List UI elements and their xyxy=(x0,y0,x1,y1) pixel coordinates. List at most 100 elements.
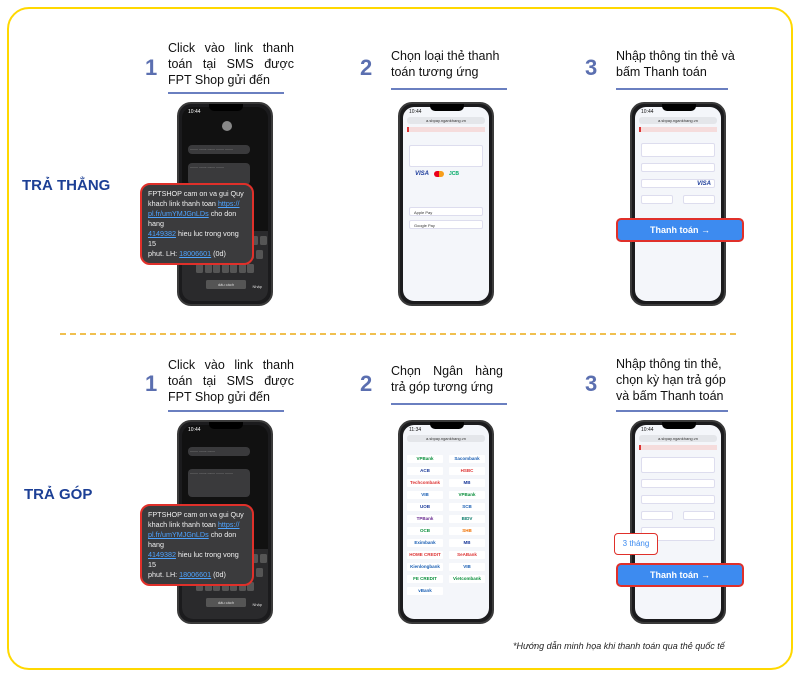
sms-message-popup: FPTSHOP cam on va gui Quy khach link tha… xyxy=(140,504,254,586)
step-underline xyxy=(616,410,728,412)
phone-mockup-bank-select: 11:34 a.sbpay.ngankhang.vn VPBank Sacomb… xyxy=(398,420,494,624)
step-text-line: Click vào link thanh xyxy=(168,358,294,372)
installment-term-option[interactable]: 3 tháng xyxy=(614,533,658,555)
bank-logo[interactable]: Eximbank xyxy=(407,539,443,547)
phone-mockup-installment-form: 10:44 a.sbpay.ngankhang.vn xyxy=(630,420,726,624)
status-time: 10:44 xyxy=(409,109,422,115)
bank-logo[interactable]: VPBank xyxy=(407,455,443,463)
bank-logo[interactable]: VIB xyxy=(407,491,443,499)
section-divider xyxy=(60,333,736,335)
bank-logo[interactable]: SHB xyxy=(449,527,485,535)
step-text: Click vào link thanh toán tại SMS được F… xyxy=(168,40,294,88)
step-number: 3 xyxy=(585,55,598,80)
url-bar[interactable]: a.sbpay.ngankhang.vn xyxy=(407,435,485,442)
phone-mockup-card-select: 10:44 a.sbpay.ngankhang.vn VISA JCB Appl… xyxy=(398,102,494,306)
step-underline xyxy=(391,88,507,90)
step-text-line: và bấm Thanh toán xyxy=(616,389,724,403)
status-time: 10:44 xyxy=(188,109,201,115)
keyboard-enter: Nhập xyxy=(252,602,262,607)
jcb-logo: JCB xyxy=(449,171,460,177)
card-number-field[interactable] xyxy=(641,479,715,488)
cvv-field[interactable] xyxy=(683,511,715,520)
step-text-line: Chọn Ngân hàng xyxy=(391,364,503,378)
card-holder-field[interactable] xyxy=(641,495,715,504)
bank-logo[interactable]: SCB xyxy=(449,503,485,511)
order-banner xyxy=(407,127,485,132)
bank-logo[interactable]: BIDV xyxy=(449,515,485,523)
bank-logo[interactable]: HOME CREDIT xyxy=(407,551,443,559)
sms-bubble-preview: ........ ........ ........ ........ ....… xyxy=(188,469,250,497)
payment-link[interactable]: https:// xyxy=(217,520,240,529)
bank-logo[interactable]: SeABank xyxy=(449,551,485,559)
keyboard-enter: Nhập xyxy=(252,284,262,289)
step-text-line: toán tại SMS được xyxy=(168,57,294,71)
phone-screen: 10:44 a.sbpay.ngankhang.vn VISA xyxy=(635,107,721,301)
outer-frame xyxy=(7,7,793,670)
avatar xyxy=(222,121,232,131)
payment-link[interactable]: pl.fr/umYMJGnLDs xyxy=(148,209,209,218)
card-holder-field[interactable]: VISA xyxy=(641,179,715,188)
card-type-header xyxy=(641,143,715,157)
step-text: Click vào link thanh toán tại SMS được F… xyxy=(168,357,294,405)
sms-bubble-preview: ........ ........ ........ ........ xyxy=(188,163,250,185)
step-number: 3 xyxy=(585,371,598,396)
phone-screen: 11:34 a.sbpay.ngankhang.vn VPBank Sacomb… xyxy=(403,425,489,619)
status-time: 10:44 xyxy=(641,109,654,115)
step-text-line: Nhập thông tin thẻ, xyxy=(616,357,722,371)
bank-logo[interactable]: Techcombank xyxy=(407,479,443,487)
phone-notch xyxy=(430,422,464,429)
status-time: 11:34 xyxy=(409,427,422,433)
bank-logo[interactable]: Vietcombank xyxy=(449,575,485,583)
sms-text: khach link thanh toan xyxy=(148,520,218,529)
order-number[interactable]: 4149382 xyxy=(148,229,176,238)
bank-header xyxy=(641,457,715,473)
pay-button[interactable]: Thanh toán → xyxy=(616,563,744,587)
expiry-field[interactable] xyxy=(641,195,673,204)
sms-text: cho don hang xyxy=(148,530,237,549)
mastercard-logo xyxy=(434,171,445,177)
card-number-field[interactable] xyxy=(641,163,715,172)
keyboard-space: dấu cách xyxy=(206,598,246,607)
pay-button[interactable]: Thanh toán → xyxy=(616,218,744,242)
bank-logo[interactable]: MB xyxy=(449,479,485,487)
phone-notch xyxy=(209,422,243,429)
sms-text: FPTSHOP cam on va gui Quy xyxy=(148,510,244,519)
bank-grid: VPBank Sacombank ACB HSBC Techcombank MB… xyxy=(407,455,485,595)
card-option-international[interactable] xyxy=(409,145,483,167)
bank-logo[interactable]: Sacombank xyxy=(449,455,485,463)
step-text-line: trả góp tương ứng xyxy=(391,380,494,394)
expiry-field[interactable] xyxy=(641,511,673,520)
bank-logo[interactable]: HSBC xyxy=(449,467,485,475)
order-number[interactable]: 4149382 xyxy=(148,550,176,559)
visa-logo: VISA xyxy=(415,171,430,177)
payment-link[interactable]: pl.fr/umYMJGnLDs xyxy=(148,530,209,539)
wallet-option[interactable]: Google Pay xyxy=(409,220,483,229)
url-bar[interactable]: a.sbpay.ngankhang.vn xyxy=(407,117,485,124)
bank-logo[interactable]: MB xyxy=(449,539,485,547)
bank-logo[interactable]: VIB xyxy=(449,563,485,571)
bank-logo[interactable]: Kienlongbank xyxy=(407,563,443,571)
step-number: 1 xyxy=(145,371,158,396)
payment-link[interactable]: https:// xyxy=(217,199,240,208)
bank-logo[interactable]: TPBank xyxy=(407,515,443,523)
step-number: 2 xyxy=(360,371,373,396)
bank-logo[interactable]: FE CREDIT xyxy=(407,575,443,583)
sms-text: khach link thanh toan xyxy=(148,199,218,208)
url-bar[interactable]: a.sbpay.ngankhang.vn xyxy=(639,117,717,124)
visa-logo: VISA xyxy=(696,181,711,187)
sms-text: phut. LH: xyxy=(148,249,180,258)
sms-text: phut. LH: xyxy=(148,570,180,579)
cvv-field[interactable] xyxy=(683,195,715,204)
bank-logo[interactable]: VPBank xyxy=(449,491,485,499)
wallet-option[interactable]: Apple Pay xyxy=(409,207,483,216)
hotline-link[interactable]: 18006601 xyxy=(179,570,212,579)
bank-logo[interactable]: UOB xyxy=(407,503,443,511)
bank-logo[interactable]: vBank xyxy=(407,587,443,595)
step-text-line: bấm Thanh toán xyxy=(616,65,707,79)
url-bar[interactable]: a.sbpay.ngankhang.vn xyxy=(639,435,717,442)
step-text-line: toán tại SMS được xyxy=(168,374,294,388)
hotline-link[interactable]: 18006601 xyxy=(179,249,212,258)
bank-logo[interactable]: ACB xyxy=(407,467,443,475)
bank-logo[interactable]: OCB xyxy=(407,527,443,535)
step-number: 1 xyxy=(145,55,158,80)
